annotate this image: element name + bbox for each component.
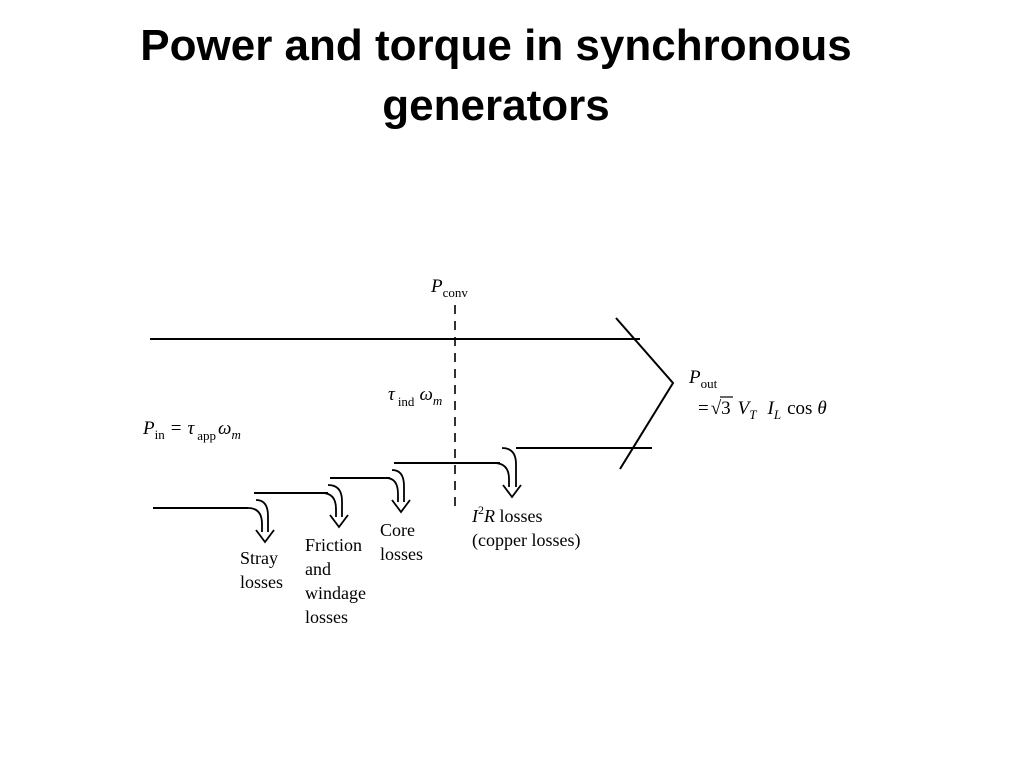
p-conv-label: Pconv <box>430 276 468 300</box>
stray-losses-label: Stray losses <box>240 548 283 592</box>
copper-loss-arrow <box>493 447 522 499</box>
svg-text:losses: losses <box>305 607 348 627</box>
svg-text:windage: windage <box>305 583 366 603</box>
title-line-2: generators <box>382 81 610 130</box>
slide-title: Power and torque in synchronous generato… <box>0 16 992 136</box>
svg-text:I2R losses: I2R losses <box>471 503 543 526</box>
svg-text:(copper losses): (copper losses) <box>472 530 580 551</box>
copper-losses-label: I2R losses (copper losses) <box>471 503 580 551</box>
output-arrowhead <box>615 317 675 470</box>
svg-text:losses: losses <box>380 544 423 564</box>
svg-text:Friction: Friction <box>305 535 362 555</box>
loss-arrows <box>247 447 522 544</box>
stray-loss-arrow <box>247 499 275 544</box>
power-flow-outline <box>150 317 675 509</box>
svg-text:Core: Core <box>380 520 415 540</box>
title-line-1: Power and torque in synchronous <box>140 21 852 70</box>
core-losses-label: Core losses <box>380 520 423 564</box>
friction-loss-arrow <box>321 484 349 529</box>
svg-text:Stray: Stray <box>240 548 278 568</box>
p-out-label: Pout <box>688 367 718 391</box>
svg-text:and: and <box>305 559 331 579</box>
core-loss-arrow <box>385 469 411 514</box>
svg-text:losses: losses <box>240 572 283 592</box>
friction-windage-losses-label: Friction and windage losses <box>305 535 366 627</box>
